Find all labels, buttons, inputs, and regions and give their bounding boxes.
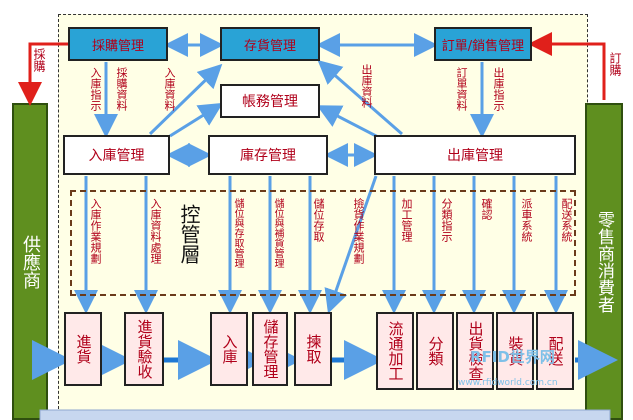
control-layer-frame xyxy=(70,190,576,296)
purchase-data-label: 採購資料 xyxy=(115,67,128,111)
supplier-bar: 供應商 xyxy=(12,103,48,420)
accounting-management-box: 帳務管理 xyxy=(220,84,320,118)
process-box: 入庫 xyxy=(210,312,248,386)
process-box: 分類 xyxy=(416,312,454,390)
outbound-data-label: 出庫資料 xyxy=(360,64,373,108)
purchasing-management-box: 採購管理 xyxy=(68,27,168,61)
inventory-management-box: 庫存管理 xyxy=(208,135,328,175)
control-label: 加工管理 xyxy=(400,198,413,242)
control-label: 派車系統 xyxy=(520,198,533,242)
control-label: 分類指示 xyxy=(440,198,453,242)
process-box: 配送 xyxy=(536,312,574,390)
order-sales-management-box: 訂單/銷售管理 xyxy=(434,27,532,61)
purchase-side-label: 採購 xyxy=(32,48,46,72)
order-side-label: 訂購 xyxy=(608,52,622,76)
process-box: 流通加工 xyxy=(376,312,414,390)
shipping-management-box: 出庫管理 xyxy=(374,135,576,175)
process-box: 儲存管理 xyxy=(252,312,288,386)
inbound-instruction-label: 入庫指示 xyxy=(89,67,102,111)
control-label: 儲位存取 xyxy=(312,198,325,242)
control-label: 撿貨作業規劃 xyxy=(352,198,365,264)
order-data-label: 訂單資料 xyxy=(455,67,468,111)
process-box: 進貨 xyxy=(64,312,102,386)
order-red-arrow xyxy=(528,32,606,100)
process-box: 進貨驗收 xyxy=(124,312,164,386)
control-label: 儲位與存取管理 xyxy=(232,198,243,268)
retail-label: 零售商消費者 xyxy=(594,210,614,313)
control-label: 儲位與補貨管理 xyxy=(272,198,283,268)
supplier-label: 供應商 xyxy=(20,234,41,289)
watermark-url: www.rfidworld.com.cn xyxy=(458,378,558,388)
process-box: 裝貨 xyxy=(496,312,534,390)
purchase-red-arrow xyxy=(18,42,70,106)
outbound-instruction-label: 出庫指示 xyxy=(492,67,505,111)
process-box: 出貨檢查 xyxy=(456,312,494,390)
storage-management-box: 存貨管理 xyxy=(220,27,320,61)
control-label: 入庫資料處理 xyxy=(149,198,162,264)
process-box: 揀取 xyxy=(294,312,332,386)
watermark-logo: RFID世界网 xyxy=(470,348,555,366)
receiving-management-box: 入庫管理 xyxy=(63,135,170,175)
control-label: 配送系統 xyxy=(560,198,573,242)
control-label: 確認 xyxy=(480,198,493,220)
control-label: 入庫作業規劃 xyxy=(89,198,102,264)
control-layer-title: 控管層 xyxy=(177,204,201,264)
inbound-data-label: 入庫資料 xyxy=(163,67,176,111)
